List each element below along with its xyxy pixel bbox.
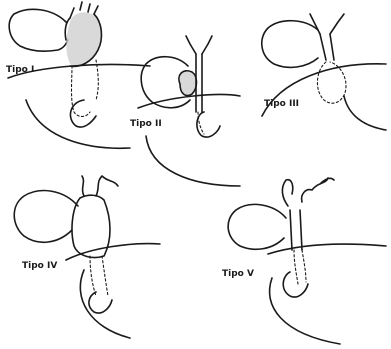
tipo3-hepatic-ducts xyxy=(310,14,344,34)
tipo4-label: Tipo IV xyxy=(22,261,57,271)
tipo1-duodenum-loop xyxy=(26,100,130,148)
tipo5-common-duct xyxy=(290,210,302,250)
tipo5-duodenum-outer xyxy=(268,244,386,254)
tipo4-duodenum-outer xyxy=(66,244,160,260)
tipo5-intrahepatic-cysts xyxy=(282,178,334,206)
tipo3-gallbladder xyxy=(262,21,318,68)
panel-tipo-1: Tipo I xyxy=(6,2,150,148)
panel-tipo-3: Tipo III xyxy=(262,14,386,130)
panel-tipo-2: Tipo II xyxy=(130,36,240,186)
tipo1-cyst-shading xyxy=(66,12,101,66)
tipo3-label: Tipo III xyxy=(264,99,299,109)
tipo2-hepatic-ducts xyxy=(186,36,212,54)
panel-tipo-5: Tipo V xyxy=(222,178,386,344)
tipo5-gallbladder xyxy=(228,204,286,249)
tipo2-label: Tipo II xyxy=(130,119,162,129)
tipo4-gallbladder xyxy=(14,191,78,243)
panel-tipo-4: Tipo IV xyxy=(14,176,160,338)
tipo3-common-duct xyxy=(320,34,334,60)
tipo1-gallbladder xyxy=(9,9,68,51)
tipo5-common-duct-course xyxy=(294,250,306,284)
tipo1-label: Tipo I xyxy=(6,65,34,75)
tipo4-common-duct-course xyxy=(90,256,108,296)
tipo3-duodenum-inner xyxy=(344,96,386,130)
tipo5-duodenum-loop xyxy=(270,272,340,344)
tipo5-label: Tipo V xyxy=(222,269,254,279)
tipo1-common-duct-course xyxy=(72,60,99,117)
tipo4-intrahepatic-ducts xyxy=(82,176,118,196)
